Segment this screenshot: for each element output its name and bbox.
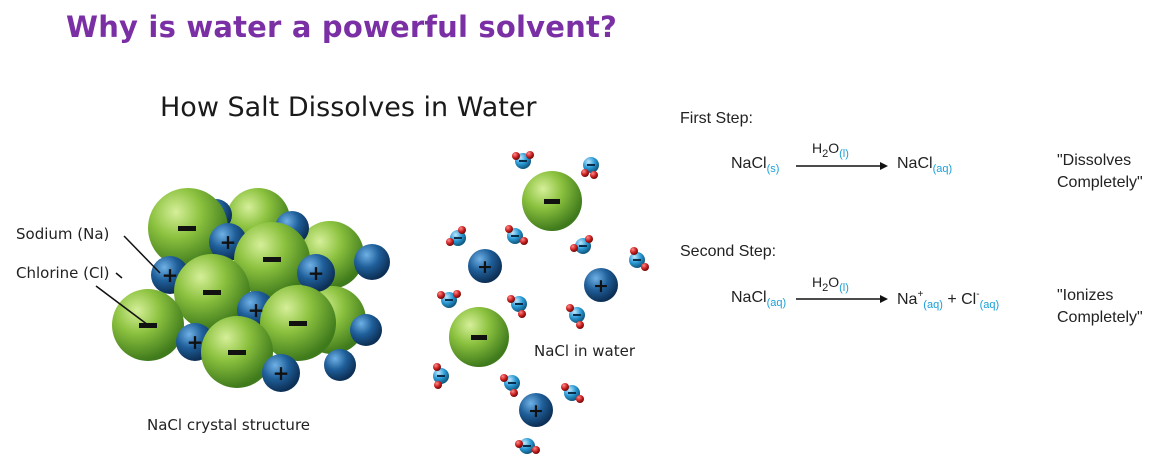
svg-text:+: + [187,330,204,354]
chlorine-label: Chlorine (Cl) [16,264,110,282]
svg-text:+: + [308,261,325,285]
chlorine-leader-line [95,285,149,326]
first-step-heading: First Step: [680,110,753,127]
second-step-reactant: NaCl(aq) [731,289,787,309]
second-step-arrow [796,295,888,303]
diagram-heading: How Salt Dissolves in Water [160,92,537,123]
sodium-ion [262,354,300,392]
svg-text:+: + [593,275,609,297]
first-step-reagent: H2O(l) [812,140,849,160]
svg-text:+: + [528,400,544,422]
slide-title: Why is water a powerful solvent? [66,10,618,44]
sodium-ion [519,393,553,427]
sodium-ion [354,244,390,280]
second-step-products: Na+(aq) + Cl-(aq) [897,289,1000,311]
first-step-reactant: NaCl(s) [731,155,780,175]
salt-dissolving-illustration: + + + + + + + + + [95,151,649,454]
second-step-reagent: H2O(l) [812,274,849,294]
svg-text:+: + [273,361,290,385]
svg-text:+: + [162,263,179,287]
sodium-leader-line [123,235,161,274]
nacl-in-water-label: NaCl in water [534,342,636,360]
first-step-arrow [796,162,888,170]
sodium-ion [350,314,382,346]
second-step-heading: Second Step: [680,243,777,260]
svg-text:+: + [477,256,493,278]
sodium-label: Sodium (Na) [16,225,110,243]
sodium-ion [468,249,502,283]
svg-text:+: + [220,230,237,254]
sodium-ion [584,268,618,302]
water-molecules [433,151,649,454]
sodium-ion [297,254,335,292]
crystal-lattice: + + + + + + [112,188,390,392]
svg-text:+: + [248,298,265,322]
sodium-ion [324,349,356,381]
dissolved-ions: + + + [449,171,618,427]
crystal-structure-label: NaCl crystal structure [147,416,311,434]
first-step-product: NaCl(aq) [897,155,953,175]
